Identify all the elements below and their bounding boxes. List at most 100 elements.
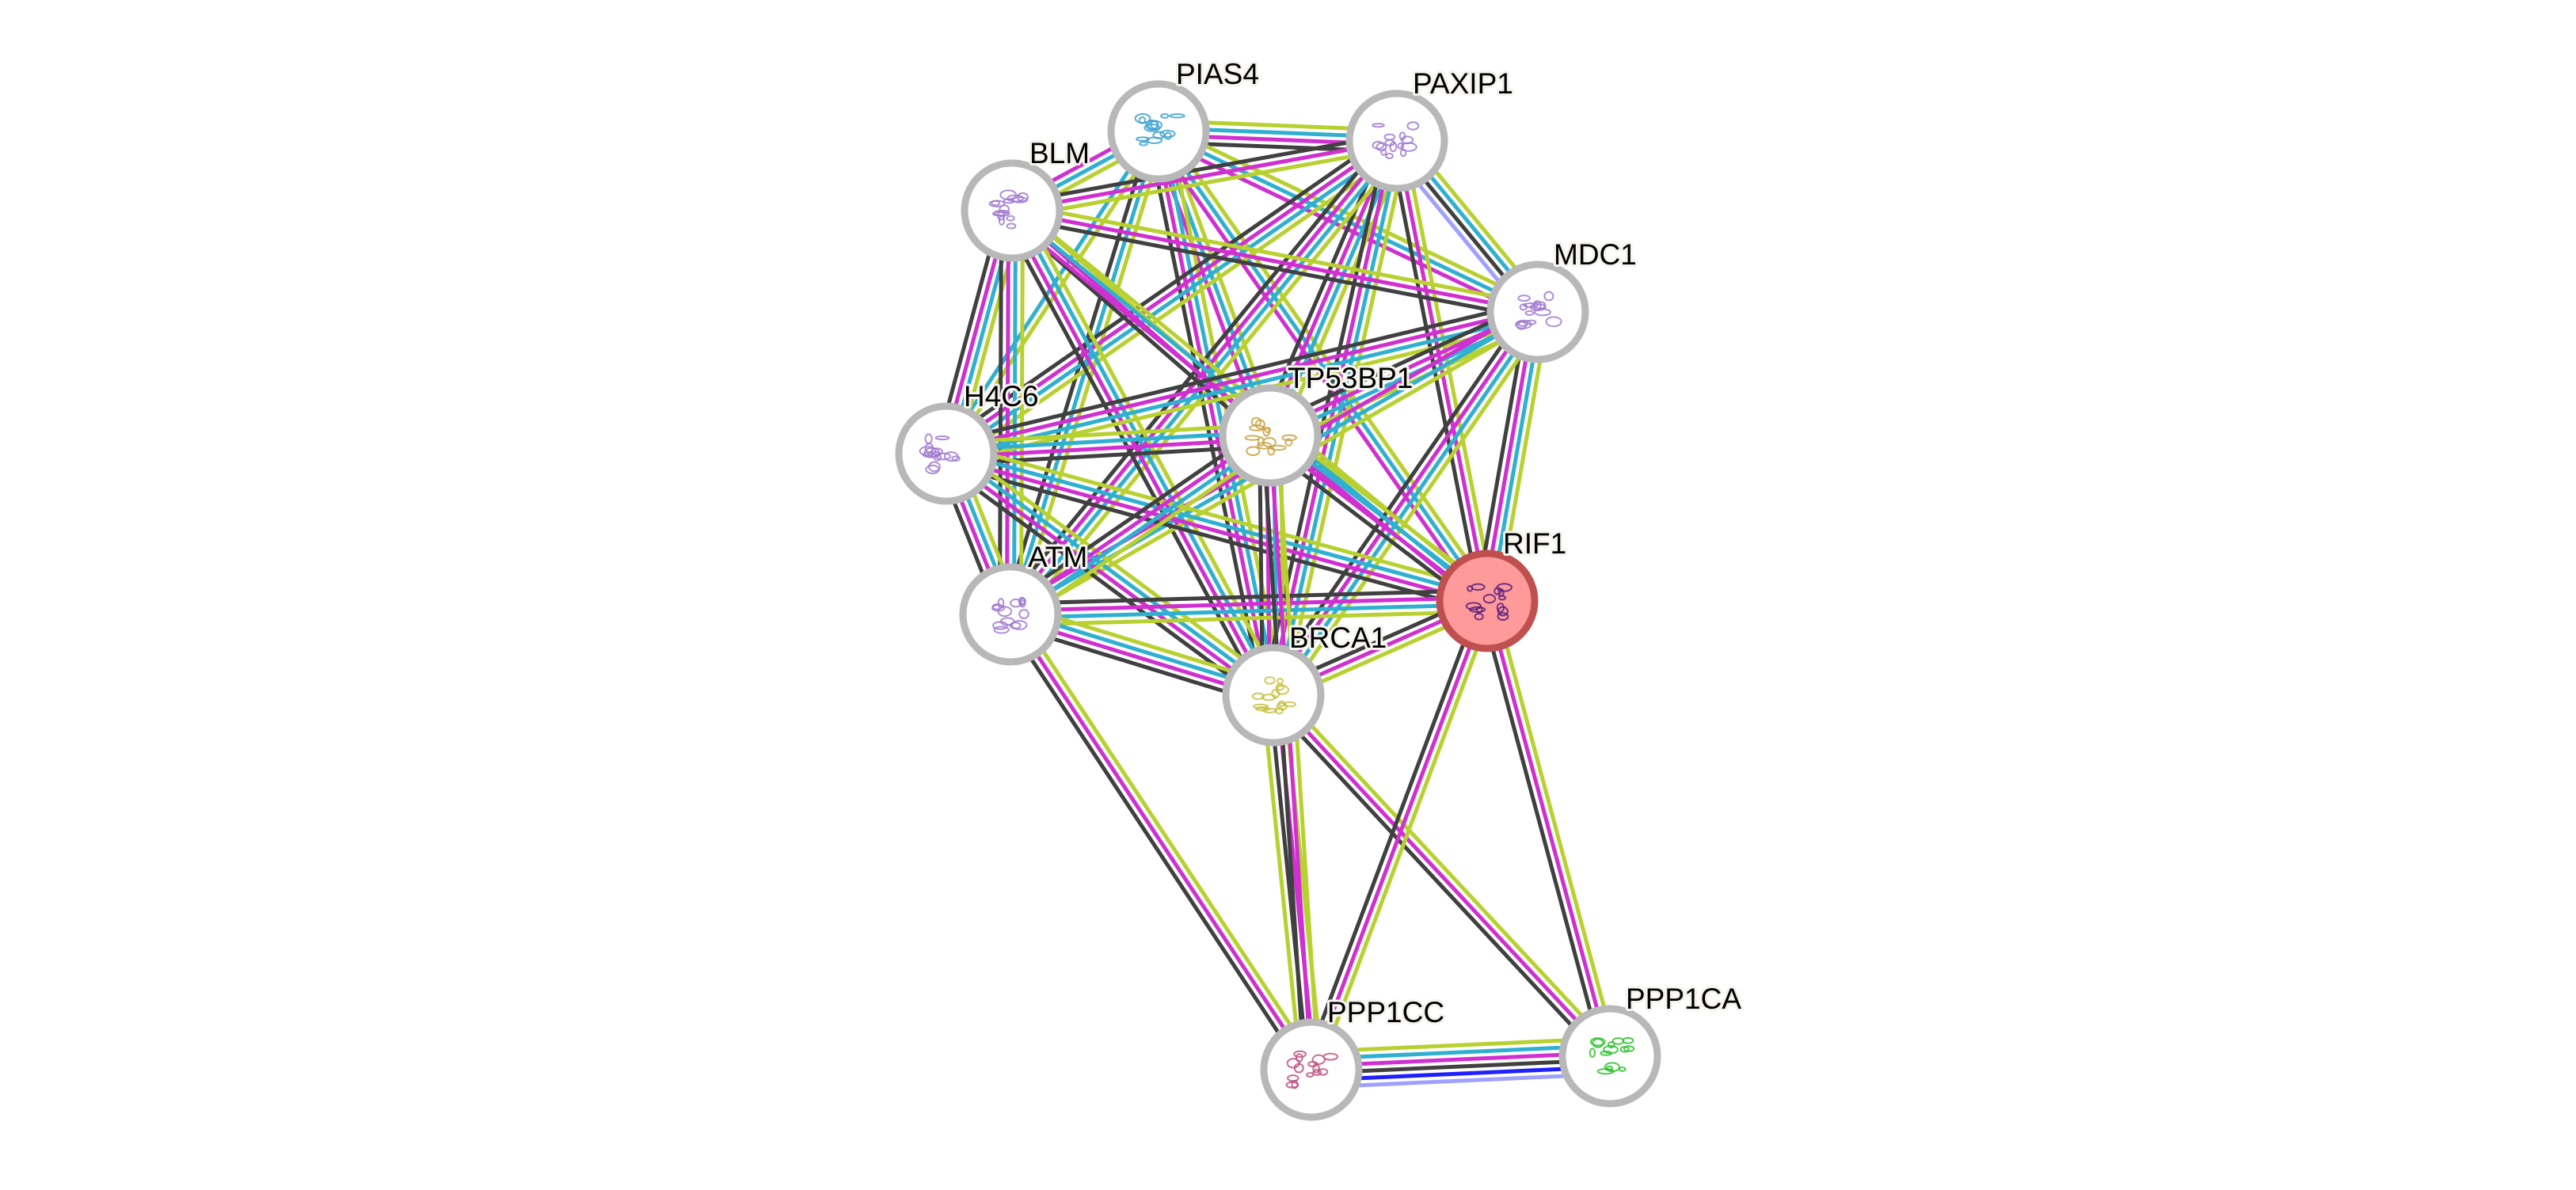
edge-line-database [1010,602,1488,620]
protein-structure-icon [991,596,1029,634]
node-rif1[interactable]: RIF1 [1436,525,1569,652]
edge-line-experiments [1153,131,1273,697]
edge-PAXIP1-BLM[interactable] [1010,131,1399,220]
edge-line-database [1159,130,1279,695]
edge-line-experiments [945,306,1538,453]
node-tp53bp1[interactable]: TP53BP1 [1219,359,1415,487]
node-h4c6[interactable]: H4C6 [895,378,1041,505]
edge-line-textmining [1018,211,1025,615]
protein-structure-icon [1515,291,1562,330]
edge-BRCA1-PPP1CA[interactable] [1266,689,1617,1063]
node-paxip1[interactable]: PAXIP1 [1345,65,1516,192]
edge-RIF1-PPP1CC[interactable] [1303,597,1496,1074]
node-label: PAXIP1 [1413,67,1513,100]
edge-line-experiments [1007,431,1269,614]
edge-line-textmining [1280,317,1549,703]
node-brca1[interactable]: BRCA1 [1222,619,1389,747]
edge-line-textmining [1275,435,1321,1070]
edge-line-experiments [1011,139,1398,213]
protein-structure-icon [988,189,1029,230]
edge-line-experiments [1268,435,1314,1070]
node-ppp1ca[interactable]: PPP1CA [1558,980,1744,1108]
edge-BLM-ATM[interactable] [998,210,1025,615]
edge-line-coexpression [1010,131,1396,206]
edge-line-coexpression [1010,588,1487,606]
node-blm[interactable]: BLM [961,135,1092,262]
edge-line-textmining [1013,146,1399,220]
edge-line-database [1157,129,1539,314]
node-circle [1345,89,1448,192]
edge-line-experiments [1309,600,1490,1070]
edge-line-database [1012,211,1018,615]
node-ppp1cc[interactable]: PPP1CC [1260,994,1447,1121]
edge-line-coexpression [1261,435,1307,1070]
edge-line-experiments [1269,309,1537,694]
protein-structure-icon [1465,583,1512,622]
node-label: PIAS4 [1176,58,1259,90]
edge-line-textmining [1261,696,1303,1071]
edge-line-database [1271,141,1402,438]
edge-line-coexpression [946,443,1271,466]
edge-line-database [947,449,1277,694]
edge-line-coexpression [1003,424,1265,607]
protein-structure-icon [1244,416,1297,456]
edge-line-coexpression [998,210,1004,614]
edge-line-textmining [951,443,1281,689]
edge-H4C6-RIF1[interactable] [942,441,1491,614]
node-label: TP53BP1 [1288,362,1413,394]
edge-line-coexpression [1002,128,1154,614]
edge-line-textmining [1162,126,1495,599]
node-label: MDC1 [1554,238,1637,271]
edge-RIF1-PPP1CA[interactable] [1478,599,1619,1059]
node-circle [1436,549,1539,652]
edge-line-database [1274,313,1543,698]
edge-TP53BP1-ATM[interactable] [1003,424,1278,625]
edge-line-textmining [1310,1036,1610,1055]
edge-line-coexpression [942,462,1486,614]
edge-H4C6-TP53BP1[interactable] [946,423,1271,466]
protein-structure-icon [1372,121,1420,159]
node-circle [1219,384,1322,487]
node-label: ATM [1028,541,1087,573]
protein-structure-icon [1251,676,1296,715]
node-label: PPP1CA [1626,983,1741,1015]
edge-line-experiments [943,136,1396,453]
edge-line-database [1011,436,1273,619]
edge-line-textmining [1013,201,1540,307]
edge-TP53BP1-PPP1CC[interactable] [1261,435,1321,1070]
edge-line-textmining [946,423,1270,446]
node-atm[interactable]: ATM [959,538,1090,666]
node-pias4[interactable]: PIAS4 [1107,55,1261,183]
edge-line-database [946,448,1489,600]
node-circle [1260,1018,1363,1121]
edge-line-textmining [1316,603,1496,1074]
edge-ATM-PPP1CC[interactable] [1003,609,1319,1075]
node-label: H4C6 [964,380,1039,413]
edge-line-experiments [942,454,1273,700]
edge-RIF1-ATM[interactable] [1010,588,1488,627]
node-mdc1[interactable]: MDC1 [1486,236,1639,363]
edge-line-experiments [1008,613,1314,1071]
edge-line-textmining [1278,144,1409,441]
edge-BLM-MDC1[interactable] [1010,201,1540,321]
node-circle [1558,1005,1661,1108]
node-circle [1486,260,1589,363]
edge-line-coexpression [1266,698,1607,1063]
edge-line-coexpression [1262,304,1531,690]
node-label: PPP1CC [1327,996,1444,1028]
edge-line-experiments [1395,140,1490,602]
protein-structure-icon [1285,1050,1338,1089]
edge-line-textmining [951,148,1405,465]
protein-structure-icon [1589,1036,1635,1075]
edge-line-textmining [948,441,1491,593]
edge-line-experiments [1272,694,1611,1058]
edge-MDC1-BRCA1[interactable] [1262,304,1549,703]
edge-line-experiments [1010,595,1487,614]
edge-line-experiments [1005,210,1010,614]
edge-line-textmining [1015,443,1278,625]
edge-line-cooccurrence [1311,1071,1611,1089]
edge-line-coexpression [1303,597,1482,1068]
